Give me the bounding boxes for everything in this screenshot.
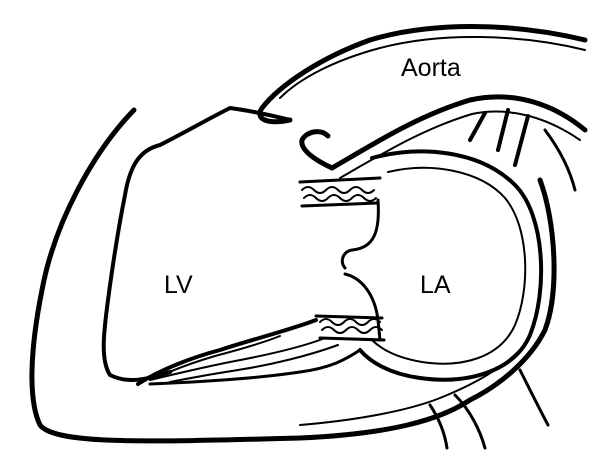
lv-label: LV <box>164 273 193 298</box>
la-label: LA <box>420 273 451 298</box>
mitral-annulus-lower <box>320 319 380 325</box>
mitral-annulus-upper <box>302 187 374 193</box>
mitral-leaflet-anterior <box>342 200 378 268</box>
aorta-label: Aorta <box>401 56 461 81</box>
mitral-annulus-upper-2 <box>304 195 376 201</box>
vessel-branch-4 <box>545 130 575 190</box>
vessel-branch-1 <box>470 113 485 140</box>
vessel-branch-3 <box>515 116 528 165</box>
la-outer-wall <box>360 151 541 379</box>
vessel-branch-2 <box>498 110 508 150</box>
lower-vessel-3 <box>520 370 548 425</box>
mitral-leaflet-posterior <box>345 274 380 340</box>
mitral-annulus-lower-2 <box>322 327 382 333</box>
aortic-cusp-lower <box>302 132 332 168</box>
la-inner-wall <box>372 168 525 364</box>
